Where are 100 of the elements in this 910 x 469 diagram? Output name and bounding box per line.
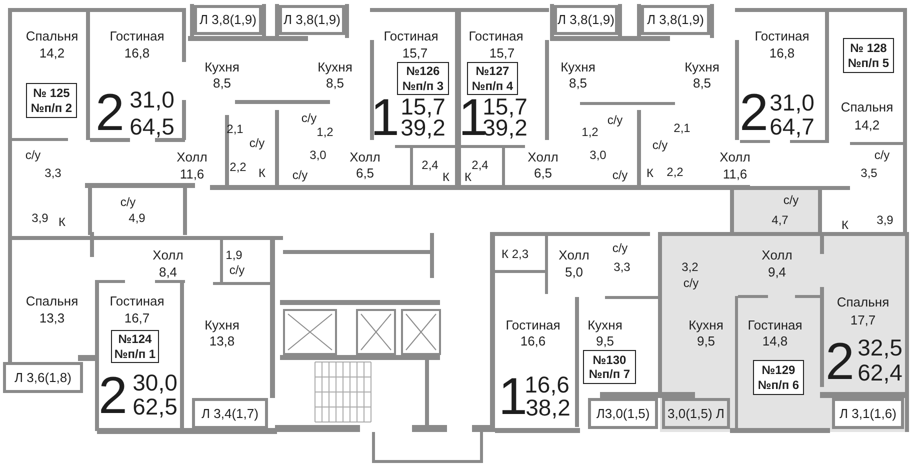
room-count: 2 — [96, 87, 124, 139]
room-area: 14,2 — [39, 46, 65, 60]
room-area: 9,5 — [696, 334, 716, 348]
balcony-label: Л 3,4(1,7) — [202, 406, 258, 422]
room-name: Холл — [176, 150, 208, 164]
room-name: Гостиная — [468, 30, 524, 42]
room-label: 2,4 — [422, 159, 438, 171]
room-name: Гостиная — [754, 30, 810, 42]
balcony-area — [279, 5, 345, 35]
room-area: 8,5 — [568, 76, 588, 90]
apartment-number: №129 — [762, 363, 796, 378]
apartment-area: 30,0 — [132, 372, 178, 394]
room-area: 13,8 — [209, 334, 235, 348]
room-label: 2,2 — [666, 166, 684, 178]
room-label: с/у — [120, 196, 136, 208]
balcony-label: Л3,0(1,5) — [596, 406, 650, 422]
room-name: Гостиная — [506, 318, 560, 332]
apartment-area: 62,4 — [858, 362, 902, 384]
room-label: К 2,3 — [502, 248, 528, 260]
room-label: с/у — [652, 139, 668, 151]
apartment-number-tag — [111, 330, 159, 363]
room-name: Холл — [720, 150, 750, 164]
room-label: с/у — [25, 149, 41, 161]
room-area: 8,5 — [692, 76, 712, 90]
room-label: 3,2 — [682, 261, 698, 273]
room-label: с/у — [612, 242, 628, 254]
room-area: 16,8 — [769, 46, 795, 60]
room-label: с/у — [292, 169, 308, 181]
apartment-number: №п/п 1 — [114, 346, 156, 361]
room-area: 14,8 — [762, 334, 788, 348]
apartment-number-tag — [753, 360, 804, 395]
room-label: К — [464, 171, 472, 183]
apartment-number-tag — [583, 350, 636, 384]
room-name: Спальня — [26, 294, 78, 308]
apartment-area: 62,5 — [132, 396, 178, 418]
room-label: К — [258, 167, 266, 179]
room-area: 15,7 — [489, 46, 515, 60]
room-name: Спальня — [836, 296, 890, 308]
room-label: 3,5 — [860, 167, 878, 179]
balcony-area — [3, 362, 83, 393]
room-name: Холл — [558, 248, 590, 262]
apartment-area: 31,0 — [130, 88, 174, 112]
room-count: 2 — [826, 336, 854, 388]
room-label: 2,4 — [472, 159, 488, 171]
apartment-number: №п/п 5 — [848, 56, 890, 70]
room-area: 9,4 — [768, 266, 786, 278]
apartment-number-tag — [397, 62, 449, 95]
room-area: 13,3 — [39, 312, 65, 324]
balcony-label: Л 3,8(1,9) — [558, 12, 614, 28]
balcony-label: 3,0(1,5) Л — [668, 406, 724, 422]
balcony-label: Л 3,6(1,8) — [14, 370, 72, 386]
room-label: 2,2 — [230, 161, 246, 173]
apartment-number: №124 — [118, 332, 152, 346]
room-count: 2 — [98, 370, 128, 422]
room-label: с/у — [683, 277, 699, 289]
room-label: 1,9 — [226, 249, 242, 261]
room-label: с/у — [612, 169, 628, 181]
room-label: с/у — [607, 114, 623, 126]
room-area: 9,5 — [596, 334, 614, 348]
room-name: Кухня — [318, 60, 352, 74]
balcony-area — [832, 398, 904, 429]
room-area: 16,8 — [124, 46, 150, 60]
room-label: К — [842, 219, 848, 231]
apartment-number: № 128 — [850, 41, 887, 56]
balcony-area — [641, 5, 710, 35]
apartment-number: №п/п 3 — [402, 78, 444, 93]
room-label: 3,9 — [32, 212, 48, 224]
room-name: Холл — [528, 150, 558, 164]
room-label: 3,9 — [876, 214, 894, 226]
room-area: 8,5 — [212, 76, 232, 90]
room-label: 3,3 — [614, 261, 630, 273]
room-label: с/у — [301, 112, 317, 124]
apartment-number: №п/п 7 — [588, 367, 630, 382]
room-label: 4,9 — [128, 212, 146, 224]
room-name: Холл — [762, 248, 792, 262]
balcony-area — [554, 5, 618, 35]
balcony-label: Л 3,8(1,9) — [647, 12, 704, 28]
room-area: 11,6 — [722, 168, 748, 180]
apartment-area: 16,6 — [524, 374, 570, 396]
room-label: 4,7 — [772, 214, 788, 226]
balcony-label: Л 3,8(1,9) — [284, 12, 340, 28]
room-name: Спальня — [26, 30, 78, 42]
room-name: Кухня — [204, 60, 240, 74]
room-label: с/у — [874, 149, 890, 161]
room-area: 16,7 — [124, 312, 150, 324]
room-name: Гостиная — [748, 318, 802, 332]
balcony-area — [192, 398, 268, 429]
room-label: 3,0 — [310, 149, 326, 161]
room-area: 16,6 — [520, 334, 546, 348]
room-area: 6,5 — [356, 166, 374, 180]
room-label: К — [58, 216, 66, 228]
apartment-number: №126 — [406, 64, 440, 78]
room-count: 1 — [498, 371, 528, 423]
room-label: с/у — [783, 194, 799, 206]
balcony-area — [662, 398, 730, 429]
room-name: Спальня — [840, 100, 894, 114]
apartment-number-tag — [26, 83, 77, 118]
apartment-area: 64,5 — [130, 116, 174, 138]
room-label: 3,3 — [44, 167, 62, 179]
room-label: 2,1 — [226, 123, 244, 135]
